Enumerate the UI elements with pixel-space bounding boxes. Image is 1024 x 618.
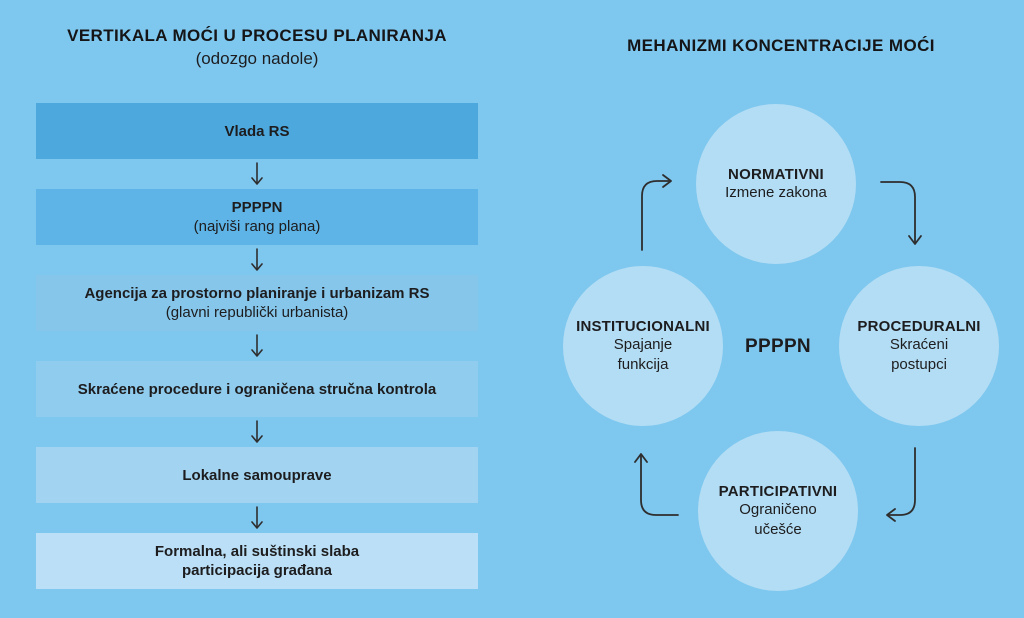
down-arrow-icon — [251, 248, 263, 271]
right-panel-header: MEHANIZMI KONCENTRACIJE MOĆI — [563, 36, 999, 56]
flow-box-lokalne-samouprave: Lokalne samouprave — [36, 447, 478, 503]
down-arrow-icon — [251, 420, 263, 443]
down-arrow-icon — [251, 334, 263, 357]
flow-box-title-line2: participacija građana — [181, 562, 333, 579]
flow-box-title: PPPPN — [231, 199, 283, 216]
flow-box-subtitle: (glavni republički urbanista) — [165, 304, 349, 321]
cycle-arrow-right-to-bottom — [886, 447, 916, 522]
cycle-node-text: Ograničeno učešće — [739, 500, 817, 538]
flow-box-title: Skraćene procedure i ograničena stručna … — [77, 380, 437, 398]
cycle-node-text: Spajanje funkcija — [613, 335, 673, 373]
left-panel-title: VERTIKALA MOĆI U PROCESU PLANIRANJA — [67, 26, 447, 45]
down-arrow-icon — [251, 162, 263, 185]
flow-box-ppppn: PPPPN (najviši rang plana) — [36, 189, 478, 245]
flow-box-agencija: Agencija za prostorno planiranje i urban… — [36, 275, 478, 331]
flow-box-title: Agencija za prostorno planiranje i urban… — [84, 285, 430, 302]
cycle-node-text: Izmene zakona — [725, 183, 827, 201]
cycle-node-label: NORMATIVNI — [728, 165, 824, 183]
flow-gap — [36, 331, 478, 361]
cycle-arrow-left-to-top — [641, 174, 672, 251]
flow-box-vlada-rs: Vlada RS — [36, 103, 478, 159]
flow-gap — [36, 245, 478, 275]
cycle-node-proceduralni: PROCEDURALNI Skraćeni postupci — [839, 266, 999, 426]
cycle-node-institucionalni: INSTITUCIONALNI Spajanje funkcija — [563, 266, 723, 426]
flow-gap — [36, 503, 478, 533]
down-arrow-icon — [251, 506, 263, 529]
flow-box-participacija: Formalna, ali suštinski slaba participac… — [36, 533, 478, 589]
cycle-node-label: PROCEDURALNI — [857, 317, 981, 335]
flow-gap — [36, 417, 478, 447]
cycle-node-label: PARTICIPATIVNI — [718, 482, 838, 500]
cycle-arrow-top-to-right — [880, 181, 922, 245]
cycle-node-normativni: NORMATIVNI Izmene zakona — [696, 104, 856, 264]
flow-box-procedure: Skraćene procedure i ograničena stručna … — [36, 361, 478, 417]
flow-box-title: Formalna, ali suštinski slaba — [154, 543, 360, 560]
cycle-node-label: INSTITUCIONALNI — [576, 317, 710, 335]
flow-box-subtitle: (najviši rang plana) — [193, 218, 321, 235]
cycle-node-text: Skraćeni postupci — [889, 335, 949, 373]
left-panel-header: VERTIKALA MOĆI U PROCESU PLANIRANJA (odo… — [36, 26, 478, 69]
cycle-node-participativni: PARTICIPATIVNI Ograničeno učešće — [698, 431, 858, 591]
flow-gap — [36, 159, 478, 189]
right-panel-title: MEHANIZMI KONCENTRACIJE MOĆI — [627, 36, 935, 55]
flow-box-title: Lokalne samouprave — [182, 466, 332, 484]
cycle-center-label: PPPPN — [745, 336, 811, 357]
flow-column: Vlada RS PPPPN (najviši rang plana) Agen… — [36, 103, 478, 589]
flow-box-title: Vlada RS — [224, 122, 290, 140]
cycle-arrow-bottom-to-left — [634, 453, 679, 516]
left-panel-subtitle: (odozgo nadole) — [195, 49, 319, 68]
